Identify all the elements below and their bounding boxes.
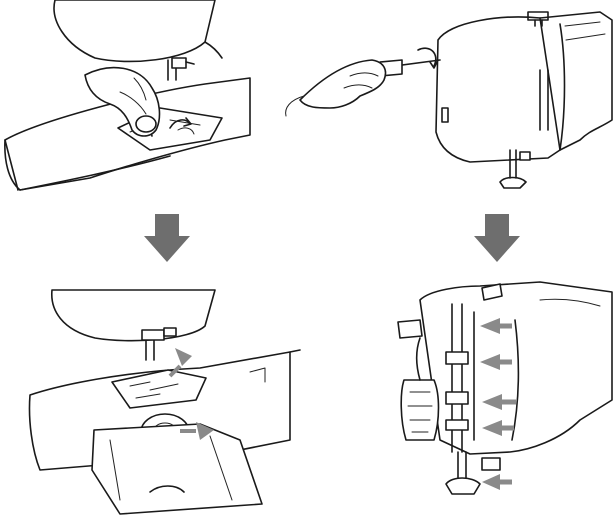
- machine-head: [53, 0, 216, 63]
- callout-arrow-2: [480, 354, 500, 370]
- callout-arrow-3: [482, 394, 502, 410]
- callout-arrow-hook: [196, 422, 214, 440]
- down-arrow-right: [474, 214, 520, 262]
- machine-head-bottom: [51, 289, 216, 342]
- hand-right: [299, 59, 387, 109]
- machine-head-exposed: [419, 281, 613, 455]
- panel-remove-needle-plate: [4, 0, 251, 191]
- machine-head-right: [435, 16, 561, 163]
- panel-face-cover-removed: [397, 281, 613, 495]
- panel-needle-plate-removed: [28, 289, 301, 515]
- down-arrow-left: [144, 214, 190, 262]
- panel-remove-face-cover: [285, 11, 613, 189]
- callout-arrow-4: [482, 420, 502, 436]
- callout-arrow-5: [482, 474, 500, 490]
- callout-arrow-1: [480, 318, 500, 334]
- callout-arrow-feed-dogs: [175, 348, 192, 366]
